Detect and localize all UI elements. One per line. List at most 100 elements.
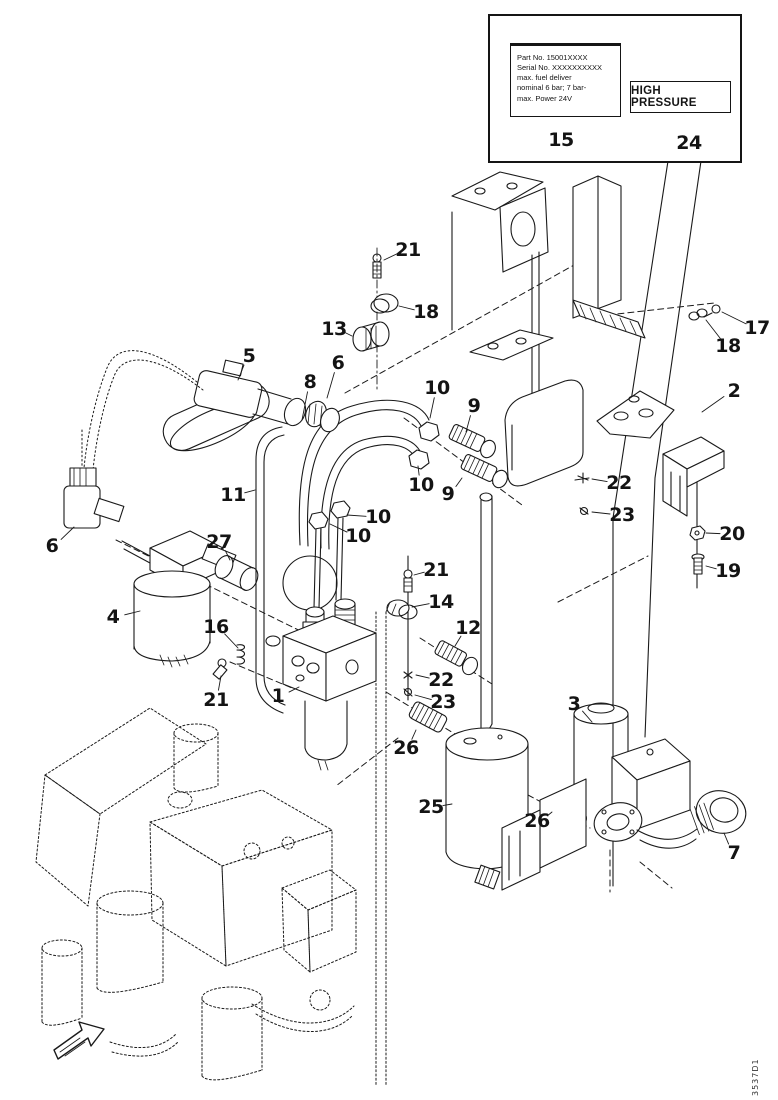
callout-leader xyxy=(454,635,462,647)
callout-22: 22 xyxy=(428,669,454,691)
callout-leader xyxy=(124,610,141,616)
callout-17: 17 xyxy=(744,317,770,339)
screws-right-drawing xyxy=(574,472,706,575)
callout-15: 15 xyxy=(548,129,574,151)
callout-22: 22 xyxy=(606,472,632,494)
callout-10: 10 xyxy=(424,377,450,399)
callout-leader xyxy=(237,364,245,381)
spec-decal-line: max. fuel deliver xyxy=(517,73,572,83)
callout-leader xyxy=(546,811,553,817)
direction-arrow xyxy=(53,1021,105,1060)
support-strip-drawing xyxy=(479,492,493,732)
callout-12: 12 xyxy=(455,617,481,639)
callout-7: 7 xyxy=(727,842,741,864)
fitting-27-drawing xyxy=(214,555,259,591)
high-pressure-decal-text: HIGH PRESSURE xyxy=(631,85,697,109)
fittings-9-10-drawing xyxy=(403,417,523,506)
hose-8-drawing xyxy=(298,399,430,550)
callout-21: 21 xyxy=(423,559,449,581)
callout-10: 10 xyxy=(408,474,434,496)
spec-decal-box: Part No. 15001XXXX Serial No. XXXXXXXXXX… xyxy=(488,14,742,163)
callout-27: 27 xyxy=(206,531,232,553)
callout-leader xyxy=(217,675,222,691)
callout-14: 14 xyxy=(428,591,454,613)
callout-4: 4 xyxy=(106,606,120,628)
bolt-17-drawing xyxy=(688,304,721,321)
callout-leader xyxy=(723,832,730,845)
callout-leader xyxy=(224,550,231,561)
callout-10: 10 xyxy=(345,525,371,547)
mounting-frame-drawing xyxy=(344,171,715,603)
callout-26: 26 xyxy=(393,737,419,759)
callout-leader xyxy=(398,305,415,311)
callout-19: 19 xyxy=(715,560,741,582)
callout-8: 8 xyxy=(303,371,317,393)
callout-leader xyxy=(705,565,717,570)
clamp-stack-drawing xyxy=(352,247,399,391)
callout-23: 23 xyxy=(430,691,456,713)
drawing-number: 3537D1 xyxy=(751,1058,760,1096)
fitting-26a-drawing xyxy=(335,691,456,787)
callout-13: 13 xyxy=(321,318,347,340)
high-pressure-decal: HIGH PRESSURE xyxy=(630,81,731,113)
callout-leader xyxy=(465,415,471,433)
callout-leader xyxy=(329,523,348,533)
callout-leader xyxy=(455,477,463,487)
valve-1-drawing xyxy=(265,555,377,771)
callout-leader xyxy=(413,571,425,576)
callout-leader xyxy=(701,396,725,413)
pump-3-drawing xyxy=(501,702,747,893)
callout-11: 11 xyxy=(220,484,246,506)
callout-2: 2 xyxy=(727,380,741,402)
spec-decal-line: Serial No. XXXXXXXXXX xyxy=(517,63,603,73)
callout-leader xyxy=(344,332,353,337)
callout-leader xyxy=(411,603,430,608)
callout-9: 9 xyxy=(441,483,455,505)
callout-16: 16 xyxy=(203,616,229,638)
callout-5: 5 xyxy=(242,345,256,367)
callout-leader xyxy=(346,514,367,517)
callout-21: 21 xyxy=(203,689,229,711)
callout-leader-lines xyxy=(60,114,747,845)
callout-leader xyxy=(721,311,747,325)
callout-6: 6 xyxy=(331,352,345,374)
callout-23: 23 xyxy=(609,504,635,526)
callout-1: 1 xyxy=(271,685,285,707)
callout-leader xyxy=(326,372,335,399)
callout-leader xyxy=(591,478,608,482)
callout-leader xyxy=(224,633,239,649)
spec-decal-line: Part No. 15001XXXX xyxy=(517,53,588,62)
callout-leader xyxy=(288,686,300,693)
callout-18: 18 xyxy=(715,335,741,357)
callout-leader xyxy=(383,253,398,261)
callout-6: 6 xyxy=(45,535,59,557)
callout-leader xyxy=(582,710,593,723)
spec-decal-15: Part No. 15001XXXX Serial No. XXXXXXXXXX… xyxy=(510,43,621,117)
spec-decal-line: max. Power 24V xyxy=(517,93,573,103)
filter-25-drawing xyxy=(445,727,591,890)
callout-18: 18 xyxy=(413,301,439,323)
tube-11-drawing xyxy=(255,426,286,714)
callout-21: 21 xyxy=(395,239,421,261)
callout-leader xyxy=(301,391,308,421)
callout-26: 26 xyxy=(524,810,550,832)
callout-leader xyxy=(442,803,453,807)
callout-leader xyxy=(417,465,420,476)
callout-leader xyxy=(591,511,611,515)
callout-leader xyxy=(705,319,721,339)
callout-25: 25 xyxy=(418,796,444,818)
callout-leader xyxy=(705,532,721,535)
callout-24: 24 xyxy=(676,132,702,154)
callout-leader xyxy=(60,526,75,540)
callout-leader xyxy=(244,489,256,494)
callout-leader xyxy=(415,674,430,679)
spring-16-drawing xyxy=(212,644,293,689)
callout-leader xyxy=(411,729,417,740)
spec-decal-line: nominal 6 bar; 7 bar- xyxy=(517,83,587,93)
callout-3: 3 xyxy=(567,693,581,715)
callout-9: 9 xyxy=(467,395,481,417)
nuts-10-drawing xyxy=(308,500,351,609)
machine-overview-ghost-drawing xyxy=(35,611,387,1087)
